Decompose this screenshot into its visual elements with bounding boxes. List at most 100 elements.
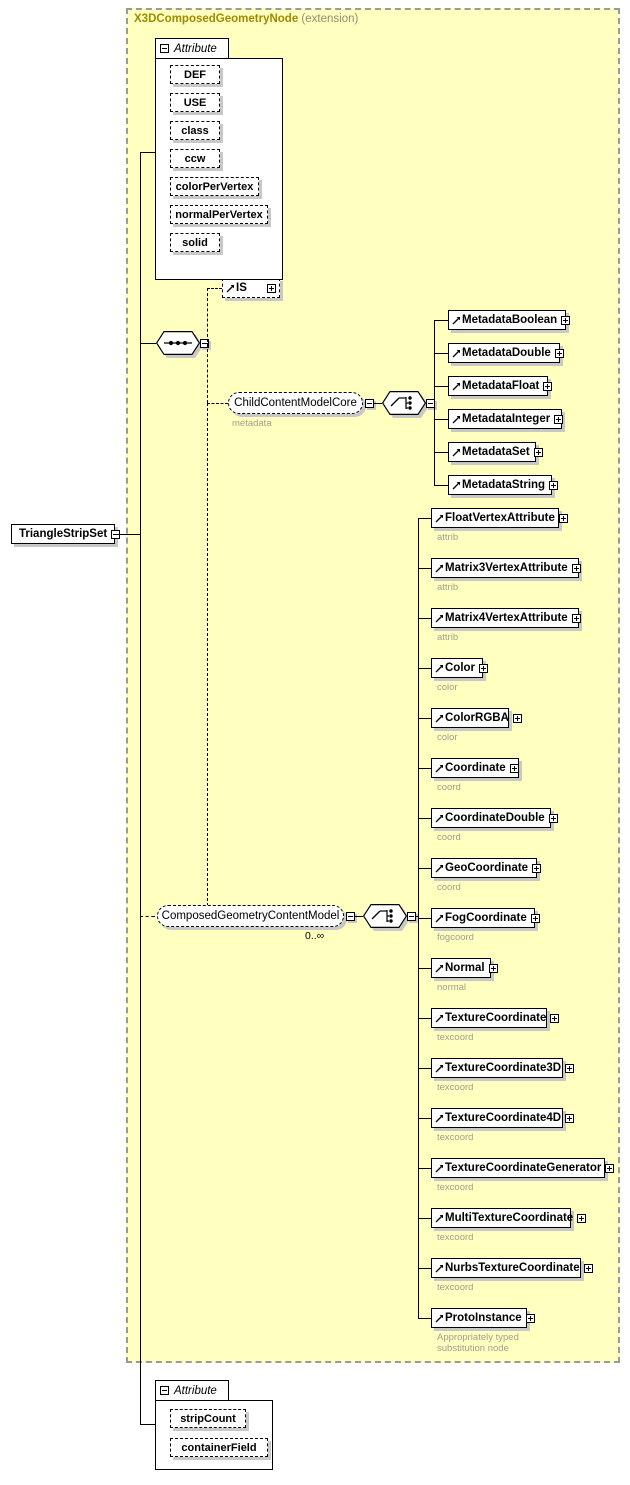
element-is[interactable]: IS — [222, 278, 280, 298]
element-coordinatedouble[interactable]: CoordinateDouble — [431, 808, 558, 828]
expand-plus-icon[interactable] — [512, 713, 522, 723]
attribute-panel-tab[interactable]: Attribute — [155, 1380, 229, 1401]
attribute-item-class[interactable]: class — [170, 121, 220, 140]
attribute-item-def[interactable]: DEF — [170, 65, 220, 84]
element-sublabel: color — [437, 732, 458, 743]
attribute-label: DEF — [184, 68, 206, 81]
collapse-minus-icon[interactable] — [160, 1386, 169, 1395]
element-color[interactable]: Color — [431, 658, 489, 678]
geometry-branch-line — [418, 518, 431, 519]
attribute-item-normalpervertex[interactable]: normalPerVertex — [170, 205, 268, 224]
geometry-branch-line — [418, 618, 431, 619]
sequence-branch-vline — [207, 288, 208, 403]
cgm-to-choice-line — [355, 916, 363, 917]
element-label: CoordinateDouble — [445, 812, 545, 824]
geometry-branch-line — [418, 818, 431, 819]
element-label: NurbsTextureCoordinate — [445, 1262, 580, 1274]
element-colorrgba[interactable]: ColorRGBA — [431, 708, 522, 728]
geometry-choice-toggle[interactable] — [407, 912, 416, 921]
expand-plus-icon[interactable] — [571, 563, 581, 573]
element-metadatadouble[interactable]: MetadataDouble — [448, 343, 564, 363]
geometry-branch-line — [418, 1118, 431, 1119]
element-sublabel: fogcoord — [437, 932, 474, 943]
expand-plus-icon[interactable] — [554, 348, 564, 358]
element-label: MetadataDouble — [462, 347, 551, 359]
attribute-item-solid[interactable]: solid — [170, 233, 220, 252]
element-multitexturecoordinate[interactable]: MultiTextureCoordinate — [431, 1208, 587, 1228]
expand-plus-icon[interactable] — [554, 414, 564, 424]
geometry-branch-line — [418, 718, 431, 719]
collapse-minus-icon[interactable] — [160, 44, 169, 53]
sequence-branch-vline-lower — [207, 403, 208, 916]
element-metadataboolean[interactable]: MetadataBoolean — [448, 310, 571, 330]
element-nurbstexturecoordinate[interactable]: NurbsTextureCoordinate — [431, 1258, 593, 1278]
expand-plus-icon[interactable] — [549, 480, 559, 490]
element-label: TextureCoordinate4D — [445, 1112, 562, 1124]
element-metadatafloat[interactable]: MetadataFloat — [448, 376, 553, 396]
cgm-collapse-toggle[interactable] — [346, 912, 355, 921]
trunk-sequence-line — [140, 343, 141, 534]
expand-plus-icon[interactable] — [479, 663, 489, 673]
expand-plus-icon[interactable] — [530, 913, 540, 923]
geometry-branch-line — [418, 768, 431, 769]
element-label: FogCoordinate — [445, 912, 527, 924]
element-floatvertexattribute[interactable]: FloatVertexAttribute — [431, 508, 568, 528]
element-label: Normal — [445, 962, 485, 974]
element-fogcoordinate[interactable]: FogCoordinate — [431, 908, 540, 928]
element-metadatastring[interactable]: MetadataString — [448, 475, 559, 495]
element-metadatainteger[interactable]: MetadataInteger — [448, 409, 564, 429]
attribute-item-containerfield[interactable]: containerField — [170, 1438, 268, 1457]
attribute-label: class — [181, 124, 209, 137]
reference-arrow-icon — [452, 448, 461, 457]
expand-plus-icon[interactable] — [561, 315, 571, 325]
expand-plus-icon[interactable] — [488, 963, 498, 973]
ccmc-collapse-toggle[interactable] — [365, 399, 374, 408]
group-composedgeometrycontentmodel[interactable]: ComposedGeometryContentModel — [157, 905, 344, 927]
reference-arrow-icon — [435, 664, 444, 673]
attribute-item-ccw[interactable]: ccw — [170, 149, 220, 168]
reference-arrow-icon — [435, 1014, 444, 1023]
element-matrix3vertexattribute[interactable]: Matrix3VertexAttribute — [431, 558, 581, 578]
element-geocoordinate[interactable]: GeoCoordinate — [431, 858, 542, 878]
expand-plus-icon[interactable] — [509, 763, 519, 773]
expand-plus-icon[interactable] — [583, 1263, 593, 1273]
metadata-fan-vline — [434, 320, 435, 485]
metadata-choice-compositor[interactable] — [382, 391, 426, 415]
element-matrix4vertexattribute[interactable]: Matrix4VertexAttribute — [431, 608, 581, 628]
element-texturecoordinategenerator[interactable]: TextureCoordinateGenerator — [431, 1158, 615, 1178]
attribute-panel-title: Attribute — [174, 1384, 217, 1397]
expand-plus-icon[interactable] — [577, 1213, 587, 1223]
element-metadataset[interactable]: MetadataSet — [448, 442, 543, 462]
root-element-trianglestripset[interactable]: TriangleStripSet — [11, 524, 121, 544]
element-coordinate[interactable]: Coordinate — [431, 758, 519, 778]
element-texturecoordinate3d[interactable]: TextureCoordinate3D — [431, 1058, 575, 1078]
expand-plus-icon[interactable] — [550, 1013, 560, 1023]
attribute-item-use[interactable]: USE — [170, 93, 220, 112]
expand-plus-icon[interactable] — [548, 813, 558, 823]
trunk-to-own-attrpanel-line — [140, 1424, 155, 1425]
attribute-item-colorpervertex[interactable]: colorPerVertex — [170, 177, 259, 196]
element-protoinstance[interactable]: ProtoInstance — [431, 1308, 535, 1328]
expand-plus-icon[interactable] — [605, 1163, 615, 1173]
attribute-panel-tab[interactable]: Attribute — [155, 38, 229, 59]
expand-plus-icon[interactable] — [543, 381, 553, 391]
geometry-choice-compositor[interactable] — [363, 904, 407, 928]
geometry-branch-line — [418, 1068, 431, 1069]
geometry-branch-line — [418, 968, 431, 969]
expand-plus-icon[interactable] — [558, 513, 568, 523]
sequence-compositor[interactable] — [156, 331, 200, 355]
element-texturecoordinate4d[interactable]: TextureCoordinate4D — [431, 1108, 575, 1128]
element-texturecoordinate[interactable]: TextureCoordinate — [431, 1008, 560, 1028]
attribute-item-stripcount[interactable]: stripCount — [170, 1409, 246, 1428]
expand-plus-icon[interactable] — [532, 863, 542, 873]
expand-plus-icon[interactable] — [571, 613, 581, 623]
element-normal[interactable]: Normal — [431, 958, 498, 978]
expand-plus-icon[interactable] — [565, 1113, 575, 1123]
expand-plus-icon[interactable] — [267, 283, 276, 293]
geometry-branch-line — [418, 1268, 431, 1269]
group-childcontentmodelcore[interactable]: ChildContentModelCore — [228, 392, 363, 414]
expand-plus-icon[interactable] — [533, 447, 543, 457]
expand-plus-icon[interactable] — [525, 1313, 535, 1323]
expand-plus-icon[interactable] — [565, 1063, 575, 1073]
